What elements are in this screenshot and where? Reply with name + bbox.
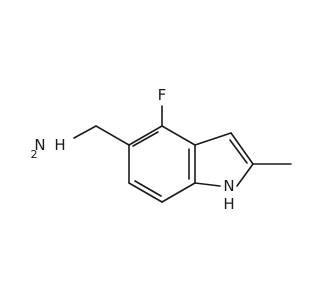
- bond-ch2-nh2: [73, 125, 97, 139]
- bond-c3a-c3: [194, 132, 232, 146]
- bond-c6-c7: [128, 182, 163, 203]
- bond-c2-n1: [236, 163, 254, 187]
- bond-c3-c2-inner: [229, 139, 248, 164]
- bond-c3-c2: [230, 132, 254, 165]
- molecule-structure: F N H 2 N H: [31, 86, 292, 213]
- indole-n-label: N: [223, 177, 234, 195]
- amine-n-label: N: [34, 136, 45, 154]
- bond-c3a-c4: [161, 125, 196, 146]
- amine-subscript: 2: [31, 148, 38, 161]
- fluorine-label: F: [158, 86, 167, 104]
- bond-ch2-c5: [95, 125, 130, 146]
- bond-c7-c7a: [161, 182, 196, 203]
- bond-c4-c5: [128, 125, 163, 146]
- indole-h-label: H: [223, 195, 234, 213]
- bond-c6-c7-inner: [134, 180, 162, 197]
- bond-c4-c5-inner: [132, 131, 159, 147]
- amine-h-label: H: [54, 136, 65, 154]
- bond-n1-c7a: [194, 182, 221, 187]
- bond-skeleton: [73, 105, 292, 203]
